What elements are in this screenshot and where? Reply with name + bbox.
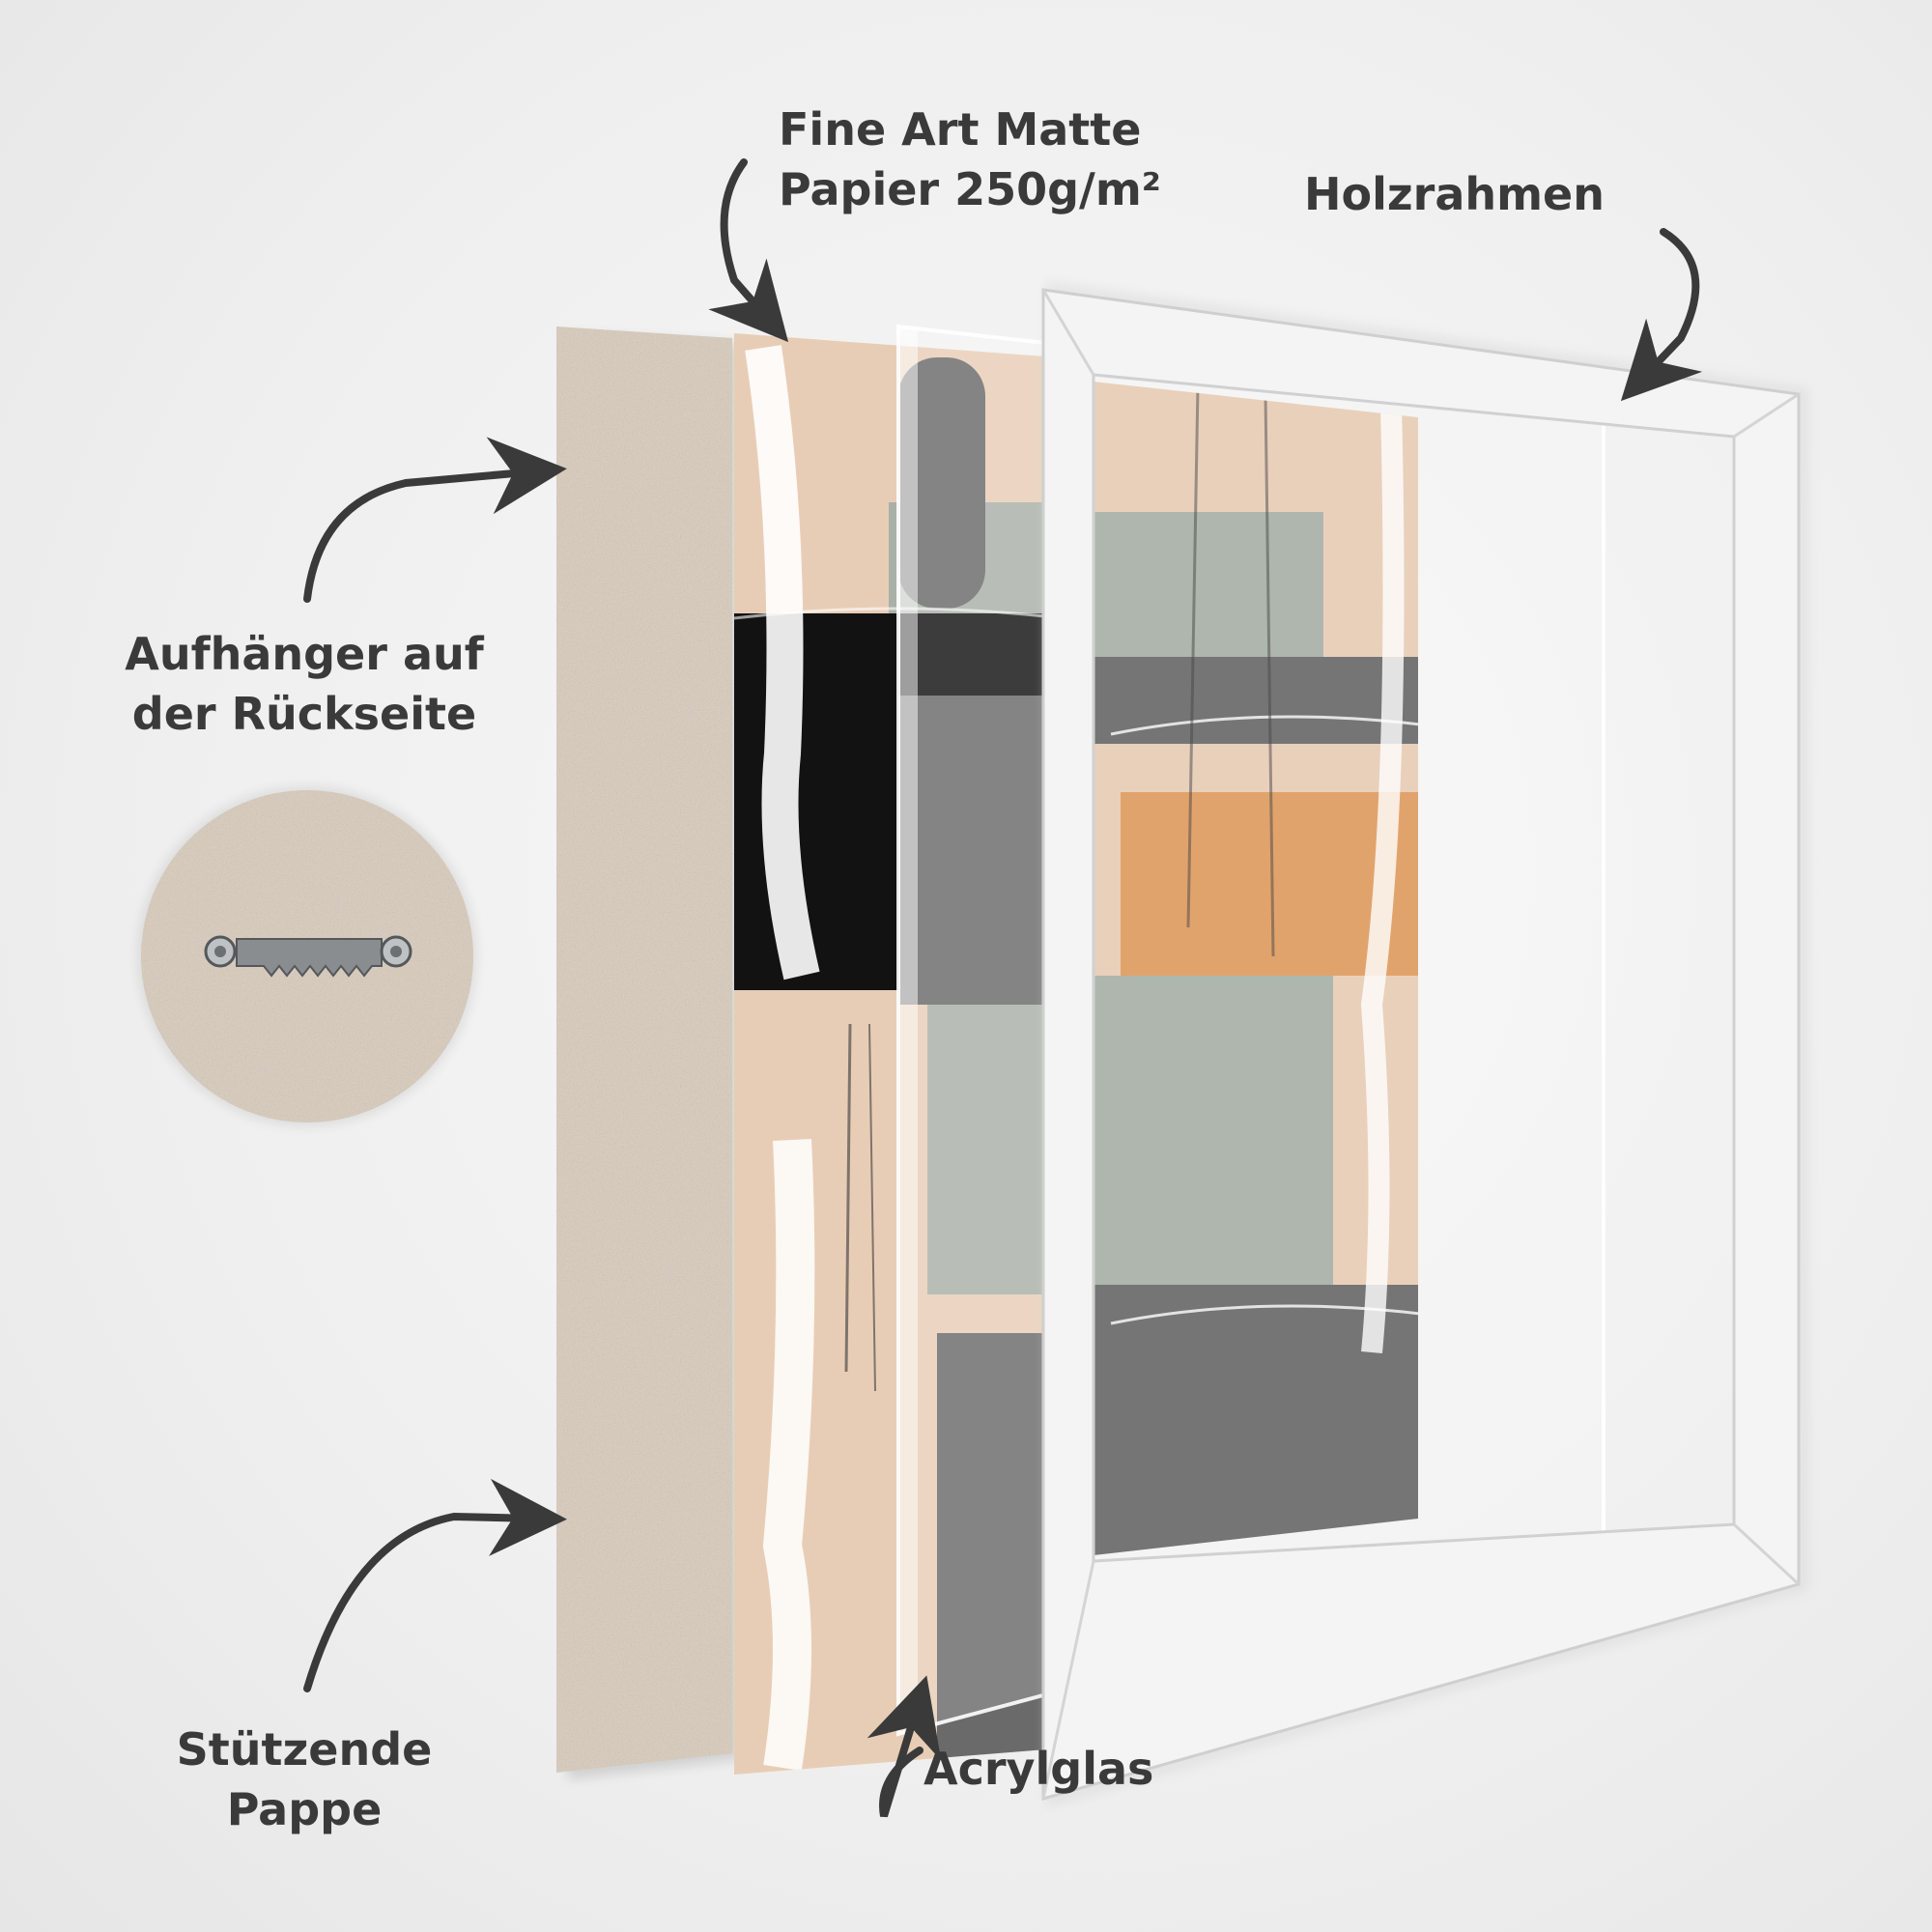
label-cardboard: Stützende Pappe — [150, 1719, 459, 1839]
arrows — [303, 158, 1703, 1818]
wooden-frame — [1041, 281, 1808, 1808]
cardboard-panel — [556, 327, 742, 1779]
arrow-icon — [867, 1675, 942, 1818]
arrow-icon — [708, 158, 789, 343]
label-cardboard-line2: Pappe — [226, 1783, 383, 1835]
label-cardboard-line1: Stützende — [176, 1723, 433, 1776]
label-paper: Fine Art Matte Papier 250g/m² — [779, 99, 1161, 219]
label-acrylic: Acrylglas — [923, 1739, 1153, 1799]
label-hanger: Aufhänger auf der Rückseite — [111, 624, 497, 744]
label-acrylic-text: Acrylglas — [923, 1743, 1154, 1795]
label-hanger-line1: Aufhänger auf — [125, 628, 484, 680]
label-paper-line1: Fine Art Matte — [779, 103, 1142, 156]
label-frame-text: Holzrahmen — [1304, 168, 1605, 220]
hanger-magnifier — [137, 786, 477, 1126]
arrow-icon — [303, 437, 567, 603]
label-paper-line2: Papier 250g/m² — [779, 163, 1161, 215]
sawtooth-hanger-icon — [204, 935, 412, 978]
arrow-icon — [303, 1478, 567, 1692]
art-print-frame-view — [1094, 382, 1418, 1555]
label-hanger-line2: der Rückseite — [131, 688, 477, 740]
label-frame: Holzrahmen — [1304, 164, 1605, 224]
arrow-icon — [1620, 228, 1703, 402]
